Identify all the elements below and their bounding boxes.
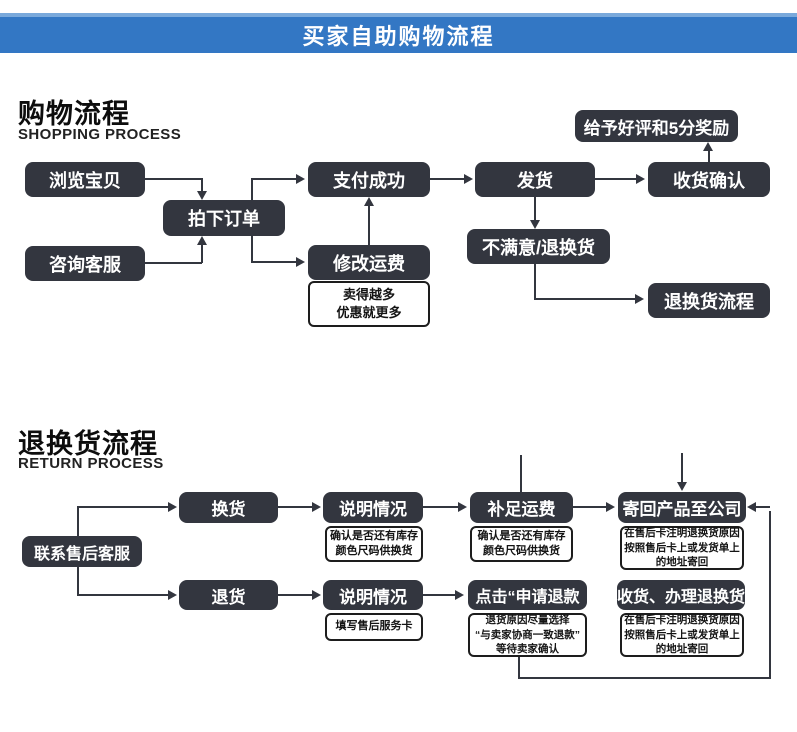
- connector-return-to-explain: [278, 594, 314, 596]
- node-pay-shipping-fee: 补足运费: [470, 492, 573, 523]
- connector-order-to-pay: [251, 178, 298, 180]
- connector-order-to-modify-fee: [251, 261, 298, 263]
- connector-refund-loop: [769, 511, 771, 679]
- page-title: 买家自助购物流程: [302, 24, 495, 49]
- connector-into-sendback-top: [681, 453, 683, 484]
- connector-exchange-to-explain: [278, 506, 314, 508]
- node-contact-aftersales: 联系售后客服: [22, 536, 142, 567]
- node-explain-situation-2: 说明情况: [323, 580, 423, 610]
- node-apply-refund: 点击“申请退款: [468, 580, 587, 610]
- connector-explain-to-apply-refund: [423, 594, 457, 596]
- section-shopping-title: 购物流程: [18, 99, 130, 129]
- note-refund-reason: 退货原因尽量选择 “与卖家协商一致退款” 等待卖家确认: [468, 613, 587, 657]
- node-confirm-receipt: 收货确认: [648, 162, 770, 197]
- connector-contact-to-return: [77, 566, 79, 595]
- connector-contact-to-exchange: [77, 506, 170, 508]
- node-receive-and-process: 收货、办理退换货: [617, 580, 745, 610]
- node-praise-reward: 给予好评和5分奖励: [575, 110, 738, 142]
- arrowhead: [197, 191, 207, 200]
- node-ship: 发货: [475, 162, 595, 197]
- connector-unsatisfied-to-return-flow: [534, 264, 536, 299]
- node-return-goods: 退货: [179, 580, 278, 610]
- connector-consult-to-order: [201, 245, 203, 263]
- connector-unsatisfied-to-return-flow: [534, 298, 637, 300]
- node-return-flow: 退换货流程: [648, 283, 770, 318]
- arrowhead: [364, 197, 374, 206]
- connector-refund-loop: [518, 677, 771, 679]
- connector-order-to-pay: [251, 178, 253, 201]
- connector-refund-loop: [518, 657, 520, 678]
- arrowhead: [168, 590, 177, 600]
- header-banner: 买家自助购物流程: [0, 13, 797, 53]
- arrowhead: [530, 220, 540, 229]
- node-modify-fee: 修改运费: [308, 245, 430, 280]
- connector-browse-to-order: [201, 178, 203, 193]
- connector-ship-to-unsatisfied: [534, 197, 536, 222]
- node-send-back-to-company: 寄回产品至公司: [618, 492, 746, 523]
- node-exchange: 换货: [179, 492, 278, 523]
- node-consult-service: 咨询客服: [25, 246, 145, 281]
- connector-pay-to-ship: [430, 178, 466, 180]
- connector-into-fee-top: [520, 455, 522, 492]
- arrowhead: [312, 502, 321, 512]
- arrowhead: [635, 294, 644, 304]
- arrowhead: [677, 482, 687, 491]
- note-return-address-2: 在售后卡注明退换货原因 按照售后卡上或发货单上 的地址寄回: [620, 613, 744, 657]
- connector-refund-loop: [755, 506, 770, 508]
- arrowhead: [636, 174, 645, 184]
- connector-modify-fee-to-pay: [368, 206, 370, 245]
- section-return-subtitle: RETURN PROCESS: [18, 455, 164, 472]
- section-shopping-subtitle: SHOPPING PROCESS: [18, 126, 182, 143]
- note-fill-service-card: 填写售后服务卡: [325, 613, 423, 641]
- connector-browse-to-order: [145, 178, 202, 180]
- arrowhead: [455, 590, 464, 600]
- connector-contact-to-return: [77, 594, 170, 596]
- connector-confirm-to-praise: [708, 151, 710, 162]
- arrowhead: [197, 236, 207, 245]
- node-pay-success: 支付成功: [308, 162, 430, 197]
- arrowhead: [312, 590, 321, 600]
- connector-ship-to-confirm: [595, 178, 638, 180]
- arrowhead: [464, 174, 473, 184]
- arrowhead: [606, 502, 615, 512]
- node-unsatisfied-return: 不满意/退换货: [467, 229, 610, 264]
- arrowhead: [296, 174, 305, 184]
- note-return-address-1: 在售后卡注明退换货原因 按照售后卡上或发货单上 的地址寄回: [620, 526, 744, 570]
- connector-contact-to-exchange: [77, 507, 79, 536]
- arrowhead: [703, 142, 713, 151]
- arrowhead: [296, 257, 305, 267]
- arrowhead: [168, 502, 177, 512]
- connector-order-to-modify-fee: [251, 235, 253, 262]
- node-browse-items: 浏览宝贝: [25, 162, 145, 197]
- connector-explain-to-fee: [423, 506, 459, 508]
- note-stock-check-2: 确认是否还有库存 颜色尺码供换货: [470, 526, 573, 562]
- arrowhead: [747, 502, 756, 512]
- node-explain-situation-1: 说明情况: [323, 492, 423, 523]
- section-return-title: 退换货流程: [18, 429, 158, 459]
- node-place-order: 拍下订单: [163, 200, 285, 236]
- connector-consult-to-order: [145, 262, 202, 264]
- connector-fee-to-sendback: [573, 506, 607, 508]
- note-buy-more: 卖得越多 优惠就更多: [308, 281, 430, 327]
- arrowhead: [458, 502, 467, 512]
- note-stock-check-1: 确认是否还有库存 颜色尺码供换货: [325, 526, 423, 562]
